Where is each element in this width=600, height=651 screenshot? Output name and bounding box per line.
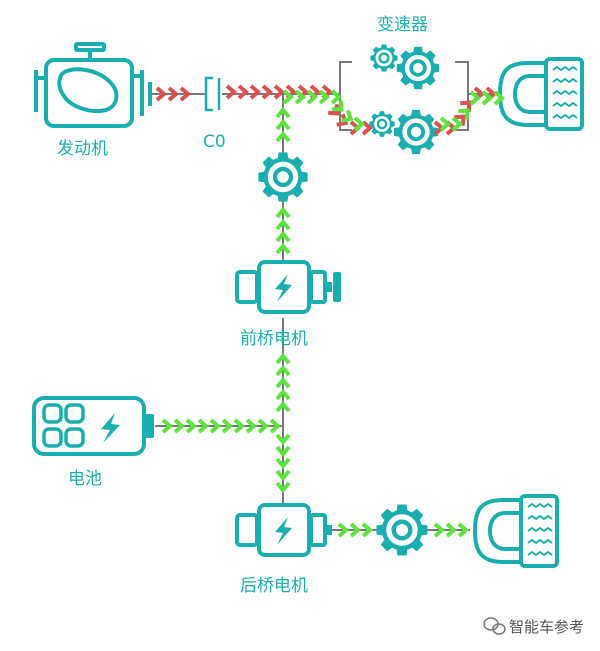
transmission-input-flow (328, 100, 372, 136)
wechat-icon (483, 617, 506, 635)
engine-icon (34, 42, 152, 128)
rear-motor-icon (235, 503, 332, 557)
front-motor-icon (235, 260, 341, 314)
rear-wheel-icon (473, 494, 559, 568)
clutch-icon (204, 76, 221, 112)
transmission-gears (368, 43, 442, 157)
battery-label: 电池 (68, 469, 102, 489)
front-motor-label: 前桥电机 (240, 329, 308, 349)
rear-motor-label: 后桥电机 (240, 576, 308, 596)
battery-icon (32, 396, 154, 456)
engine-label: 发动机 (57, 139, 108, 159)
clutch-label: C0 (203, 132, 226, 152)
transmission-label: 变速器 (377, 15, 428, 35)
front-gear-icon (258, 152, 307, 201)
watermark-text: 智能车参考 (509, 618, 585, 636)
front-wheel-icon (498, 57, 584, 131)
rear-gear-icon (377, 505, 428, 556)
